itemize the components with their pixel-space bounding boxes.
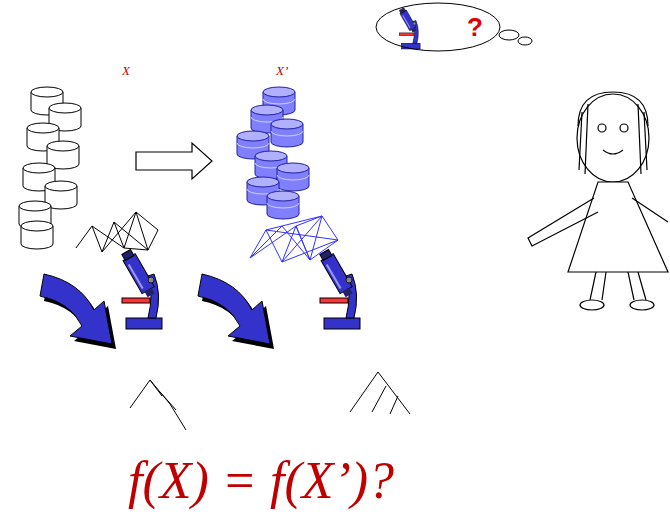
dataset-label: X [122,64,130,78]
dataset-label: X’ [276,64,288,78]
thought-bubble: ? [375,2,501,52]
equation: f(X) = f(X’)? [128,452,394,509]
question-mark: ? [467,14,483,40]
